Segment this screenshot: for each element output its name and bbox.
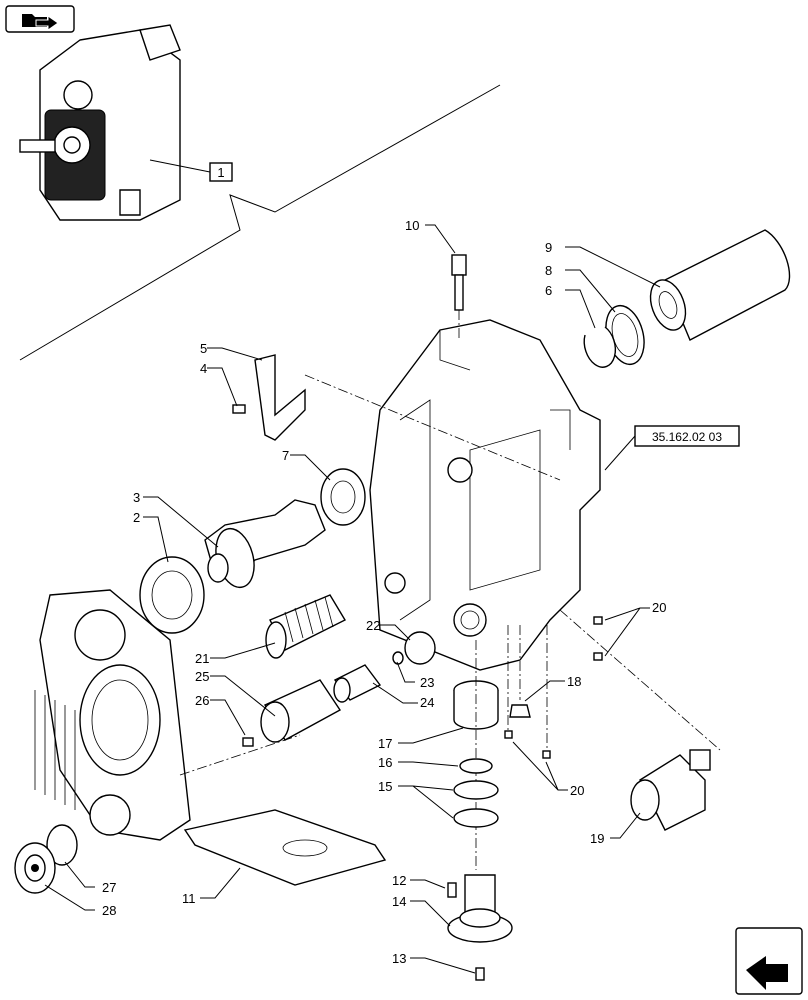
part-20-plug-a [593, 616, 603, 625]
callout-15: 15 [378, 779, 392, 794]
callout-11: 11 [182, 891, 196, 906]
part-18-plug [509, 704, 531, 718]
part-10-sensor [451, 254, 467, 311]
callout-25: 25 [195, 669, 209, 684]
callout-19: 19 [590, 831, 604, 846]
callout-3: 3 [133, 490, 140, 505]
callout-17: 17 [378, 736, 392, 751]
part-4-screw [232, 404, 246, 414]
callout-10: 10 [405, 218, 419, 233]
back-arrow-icon[interactable] [735, 927, 803, 995]
part-22-oring [404, 631, 436, 665]
callout-14: 14 [392, 894, 406, 909]
callout-6: 6 [545, 283, 552, 298]
part-13-screw [475, 967, 485, 981]
overview-callout-box [209, 162, 233, 182]
callout-27: 27 [102, 880, 116, 895]
callout-28: 28 [102, 903, 116, 918]
callout-9: 9 [545, 240, 552, 255]
callout-18: 18 [567, 674, 581, 689]
part-11-sheet [183, 809, 387, 886]
overview-callout: 1 [217, 165, 224, 180]
part-27-oring [46, 824, 78, 866]
cover-plate [34, 589, 191, 841]
part-15-ring-a [453, 780, 499, 800]
part-20-plug-b [593, 652, 603, 661]
part-24-plunger [333, 664, 382, 703]
part-6-circlip [583, 326, 617, 368]
part-26-screw [242, 737, 254, 747]
part-14-valve-body [447, 874, 513, 943]
part-3-gear-shaft [204, 499, 326, 589]
callout-4: 4 [200, 361, 207, 376]
callout-13: 13 [392, 951, 406, 966]
part-19-solenoid [630, 749, 711, 831]
callout-5: 5 [200, 341, 207, 356]
part-16-ring [459, 758, 493, 774]
callout-12: 12 [392, 873, 406, 888]
callout-21: 21 [195, 651, 209, 666]
callout-20-top: 20 [652, 600, 666, 615]
part-5-bracket [254, 354, 306, 441]
main-housing [369, 319, 601, 671]
part-9-filter [649, 229, 791, 341]
callout-24: 24 [420, 695, 434, 710]
callout-26: 26 [195, 693, 209, 708]
callout-2: 2 [133, 510, 140, 525]
callout-16: 16 [378, 755, 392, 770]
overview-assembly-illustration [19, 24, 181, 221]
part-20-plug-c [504, 730, 513, 739]
break-line [19, 84, 501, 361]
part-28-pulley [14, 842, 56, 894]
part-23-ring [392, 651, 404, 665]
callout-23: 23 [420, 675, 434, 690]
callout-labels: 5 4 7 3 2 10 9 8 6 20 18 22 23 24 21 25 … [102, 218, 666, 966]
callout-8: 8 [545, 263, 552, 278]
callout-20-bottom: 20 [570, 783, 584, 798]
part-25-piston [260, 679, 342, 743]
callout-7: 7 [282, 448, 289, 463]
part-20-plug-d [542, 750, 551, 759]
reference-label[interactable]: 35.162.02 03 [652, 430, 722, 444]
part-7-bearing [320, 468, 366, 526]
callout-22: 22 [366, 618, 380, 633]
part-12-pin [447, 882, 457, 898]
folder-arrow-icon[interactable] [5, 5, 75, 33]
part-2-bearing [139, 556, 205, 634]
part-21-bellows [265, 594, 346, 659]
part-15-ring-b [453, 808, 499, 828]
